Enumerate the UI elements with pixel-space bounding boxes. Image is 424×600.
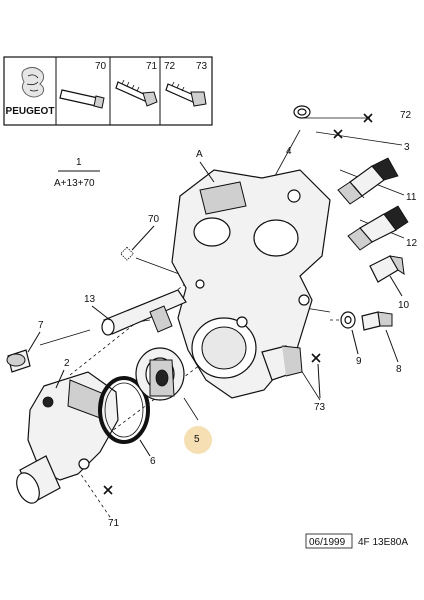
thermostat-cover-2 (16, 371, 119, 504)
brand-logo-text: PEUGEOT (6, 106, 55, 117)
label-2: 2 (64, 358, 70, 369)
sensor-seal-ring (293, 105, 311, 119)
ref-70-label: 70 (95, 61, 107, 72)
water-outlet-housing (171, 169, 331, 399)
label-13: 13 (84, 294, 96, 305)
callout-formula: A+13+70 (54, 178, 95, 189)
peugeot-lion-logo (21, 66, 45, 98)
gasket-ring-6 (98, 376, 150, 444)
washer-9 (340, 311, 356, 329)
label-10: 10 (398, 300, 410, 311)
dowel-pin-70-marker (120, 246, 134, 261)
fastener-reference-box: PEUGEOT 70 71 72 73 (3, 56, 213, 126)
temperature-sensor-12 (347, 205, 409, 251)
label-73: 73 (314, 402, 326, 413)
label-11: 11 (406, 192, 417, 203)
ref-73-label: 73 (196, 61, 208, 72)
temperature-sensor-11 (337, 157, 399, 205)
label-12: 12 (406, 238, 418, 249)
label-9: 9 (356, 356, 362, 367)
label-8: 8 (396, 364, 402, 375)
label-71: 71 (108, 518, 120, 529)
bleed-screw-7 (6, 349, 31, 373)
ref-71-label: 71 (146, 61, 158, 72)
label-6: 6 (150, 456, 156, 467)
bypass-pipe-13 (101, 289, 187, 336)
footer-code: 4F 13E80A (358, 537, 408, 548)
housing-label: A (196, 149, 203, 160)
label-70: 70 (148, 214, 160, 225)
highlight-marker (184, 426, 212, 454)
callout-ref-number: 1 (76, 157, 82, 168)
footer-date: 06/1999 (309, 537, 346, 548)
screw-icon (115, 79, 158, 107)
bolt-8 (361, 311, 393, 331)
bolt-icon (165, 81, 207, 107)
blanking-plug-10 (369, 255, 405, 283)
label-4: 4 (286, 146, 292, 157)
label-7: 7 (38, 320, 44, 331)
ref-72-label: 72 (164, 61, 176, 72)
tightening-star-markers (103, 113, 373, 495)
label-3: 3 (404, 142, 410, 153)
label-72: 72 (400, 110, 412, 121)
thermostat-5 (135, 347, 185, 401)
dowel-pin-icon (59, 89, 105, 109)
assembly-callout: 1 A+13+70 (54, 157, 100, 189)
label-5: 5 (194, 434, 200, 445)
footer-reference: 06/1999 4F 13E80A (305, 533, 408, 549)
